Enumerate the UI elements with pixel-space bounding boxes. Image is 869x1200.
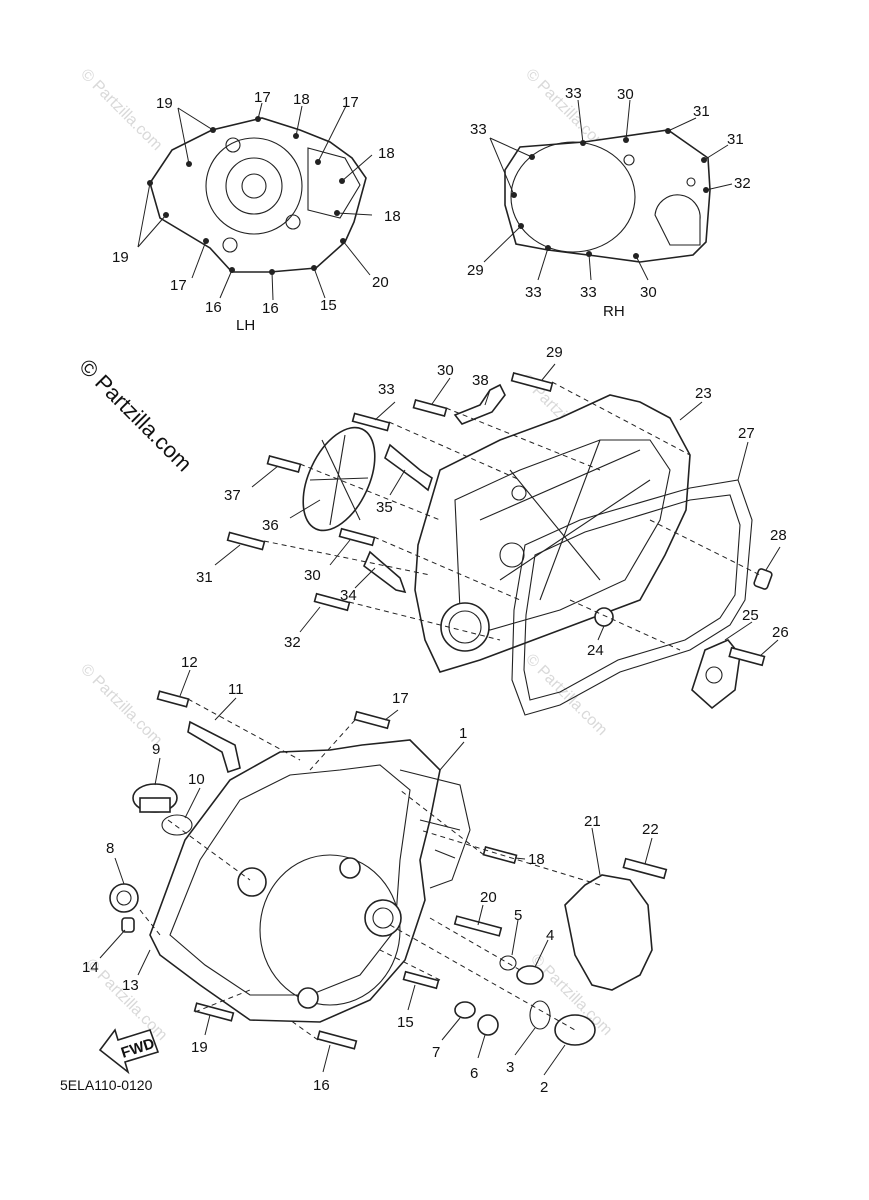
watermark-tile: © Partzilla.com (77, 66, 165, 154)
callout-15: 15 (397, 1014, 414, 1031)
callout-29: 29 (467, 262, 484, 279)
callout-5: 5 (514, 907, 522, 924)
callout-15: 15 (320, 297, 337, 314)
callout-34: 34 (340, 587, 357, 604)
callout-32: 32 (284, 634, 301, 651)
callout-8: 8 (106, 840, 114, 857)
callout-17: 17 (254, 89, 271, 106)
callout-21: 21 (584, 813, 601, 830)
callout-38: 38 (472, 372, 489, 389)
callout-18: 18 (293, 91, 310, 108)
callout-37: 37 (224, 487, 241, 504)
callout-13: 13 (122, 977, 139, 994)
callout-30: 30 (617, 86, 634, 103)
callout-17: 17 (342, 94, 359, 111)
diagram-code: 5ELA110-0120 (60, 1077, 153, 1093)
callout-31: 31 (727, 131, 744, 148)
callout-33: 33 (378, 381, 395, 398)
callout-28: 28 (770, 527, 787, 544)
watermark-tile: © Partzilla.com (77, 661, 165, 749)
callout-19: 19 (112, 249, 129, 266)
fwd-arrow-icon: FWD (98, 1028, 160, 1075)
callout-17: 17 (392, 690, 409, 707)
callout-2: 2 (540, 1079, 548, 1096)
watermark-main: © Partzilla.com (74, 354, 197, 477)
rh-label: RH (603, 303, 625, 320)
callout-16: 16 (205, 299, 222, 316)
callout-20: 20 (372, 274, 389, 291)
callout-16: 16 (262, 300, 279, 317)
rh-cover-view (483, 99, 733, 281)
lh-label: LH (236, 317, 255, 334)
callout-1: 1 (459, 725, 467, 742)
callout-23: 23 (695, 385, 712, 402)
callout-10: 10 (188, 771, 205, 788)
callout-31: 31 (693, 103, 710, 120)
callout-32: 32 (734, 175, 751, 192)
lower-bolts (156, 690, 668, 1050)
callout-17: 17 (170, 277, 187, 294)
callout-3: 3 (506, 1059, 514, 1076)
callout-19: 19 (191, 1039, 208, 1056)
callout-22: 22 (642, 821, 659, 838)
callout-4: 4 (546, 927, 554, 944)
callout-33: 33 (580, 284, 597, 301)
lh-cover-view (137, 102, 373, 301)
callout-18: 18 (528, 851, 545, 868)
crankcase-cover-rh-assembly (226, 371, 773, 716)
watermark-tile: © Partzilla.com (522, 651, 610, 739)
callout-7: 7 (432, 1044, 440, 1061)
callout-31: 31 (196, 569, 213, 586)
callout-33: 33 (565, 85, 582, 102)
callout-16: 16 (313, 1077, 330, 1094)
crankcase-cover-lh-assembly: FWD (98, 363, 781, 1076)
callout-labels: 19 17 18 17 18 18 19 20 17 16 16 15 LH 3… (60, 85, 789, 1096)
callout-6: 6 (470, 1065, 478, 1082)
callout-26: 26 (772, 624, 789, 641)
callout-18: 18 (378, 145, 395, 162)
callout-33: 33 (470, 121, 487, 138)
callout-19: 19 (156, 95, 173, 112)
callout-20: 20 (480, 889, 497, 906)
callout-33: 33 (525, 284, 542, 301)
callout-30: 30 (640, 284, 657, 301)
callout-25: 25 (742, 607, 759, 624)
callout-24: 24 (587, 642, 604, 659)
callout-30: 30 (437, 362, 454, 379)
callout-27: 27 (738, 425, 755, 442)
middle-bolts (226, 371, 766, 667)
callout-11: 11 (228, 681, 244, 698)
callout-12: 12 (181, 654, 198, 671)
callout-36: 36 (262, 517, 279, 534)
callout-9: 9 (152, 741, 160, 758)
callout-35: 35 (376, 499, 393, 516)
callout-29: 29 (546, 344, 563, 361)
callout-30: 30 (304, 567, 321, 584)
callout-14: 14 (82, 959, 99, 976)
callout-18: 18 (384, 208, 401, 225)
